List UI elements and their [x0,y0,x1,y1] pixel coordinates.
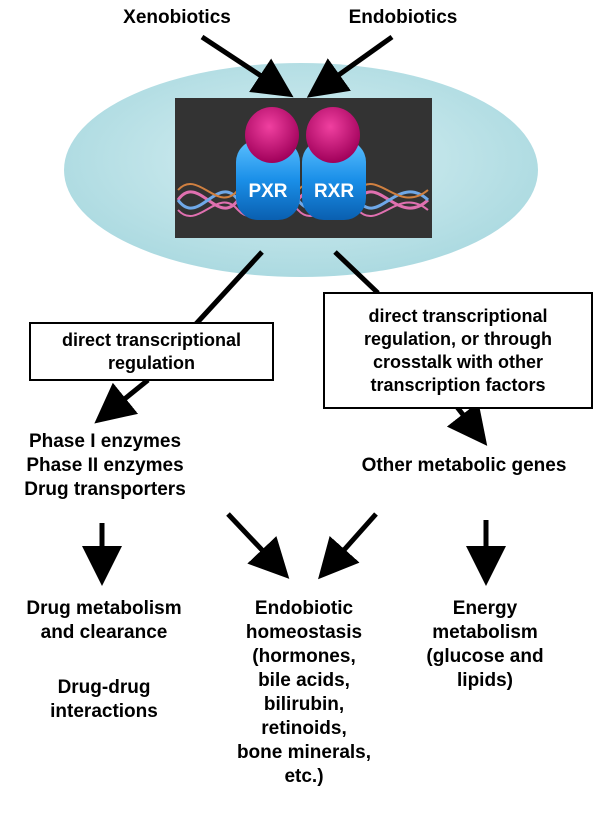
pxr-label: PXR [248,181,287,202]
rxr-ligand [306,107,360,163]
rxr-label: RXR [314,181,354,202]
endobiotics-label: Endobiotics [348,7,458,28]
drug-metabolism-label: Drug metabolism and clearance [26,598,182,643]
xenobiotics-label: Xenobiotics [123,7,231,28]
energy-metabolism-label: Energy metabolism (glucose and lipids) [426,598,544,691]
crosstalk-regulation-box: direct transcriptional regulation, or th… [323,292,593,409]
pxr-ligand [245,107,299,163]
arrow-receptor-to-left-box [193,250,264,327]
crosstalk-regulation-text: direct transcriptional regulation, or th… [364,305,552,395]
arrow-endo-to-receptor [306,34,394,98]
arrow-xeno-to-receptor [200,34,294,98]
arrow-phase-to-endobiotic [226,512,290,579]
arrow-receptor-to-right-box [333,250,380,295]
arrow-right-box-to-other-genes [446,401,488,446]
arrow-other-genes-to-endobiotic [318,512,378,580]
arrow-left-box-to-phase-enzymes [94,378,150,424]
direct-regulation-box: direct transcriptional regulation [29,322,274,381]
drug-interactions-label: Drug-drug interactions [50,677,158,722]
rxr-receptor [302,140,366,220]
direct-regulation-text: direct transcriptional regulation [61,329,242,373]
endobiotic-homeostasis-label: Endobiotic homeostasis (hormones, bile a… [236,598,372,787]
phase-enzymes-label: Phase I enzymes Phase II enzymes Drug tr… [24,431,186,500]
other-metabolic-genes-label: Other metabolic genes [361,455,567,476]
